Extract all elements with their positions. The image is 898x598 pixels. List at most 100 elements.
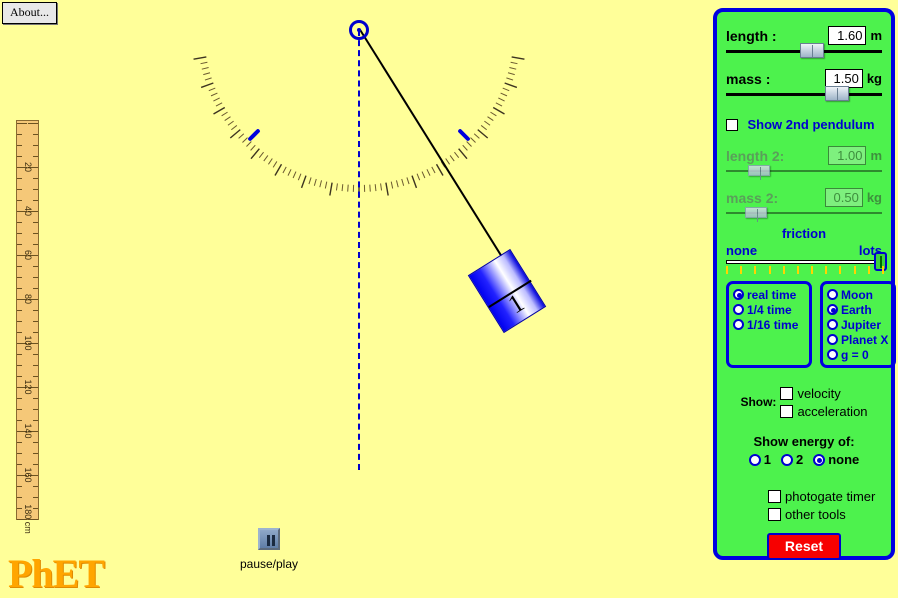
about-button-label: About... — [10, 5, 49, 19]
photogate-timer-label: photogate timer — [785, 488, 876, 504]
ruler-tick — [17, 398, 22, 399]
ruler-tick — [28, 475, 38, 476]
other-tools-row[interactable]: other tools — [768, 505, 882, 523]
control-panel: length : 1.60 m mass : 1.50 kg Show 2nd … — [713, 8, 897, 560]
friction-tick — [782, 266, 785, 274]
show-title: Show: — [740, 395, 777, 409]
ruler-tick — [17, 354, 22, 355]
mass2-control: mass 2: 0.50 kg — [726, 188, 882, 222]
bob-label: 1 — [503, 288, 530, 320]
gravity-earth[interactable]: Earth — [827, 302, 888, 317]
mass-slider-knob[interactable] — [824, 86, 849, 101]
gravity-radio[interactable] — [827, 304, 838, 315]
time-speed-radio[interactable] — [733, 319, 744, 330]
gravity-label: Jupiter — [841, 317, 882, 332]
show-2nd-pendulum-row[interactable]: Show 2nd pendulum — [726, 116, 882, 134]
show-2nd-pendulum-label: Show 2nd pendulum — [747, 117, 875, 132]
length2-slider-track — [726, 165, 882, 180]
acceleration-checkbox[interactable] — [780, 404, 794, 418]
photogate-timer-checkbox[interactable] — [768, 489, 781, 503]
ruler-tick — [17, 310, 22, 311]
energy-radio[interactable] — [813, 453, 826, 466]
time-speed-1-4-time[interactable]: 1/4 time — [733, 302, 804, 317]
ruler-tick — [33, 200, 38, 201]
energy-option-2[interactable]: 2 — [780, 452, 803, 467]
show-velocity-row[interactable]: velocity — [780, 384, 867, 402]
friction-tick — [867, 266, 870, 274]
energy-title: Show energy of: — [753, 434, 855, 449]
gravity-jupiter[interactable]: Jupiter — [827, 317, 888, 332]
friction-tick — [882, 266, 884, 274]
gravity-radio[interactable] — [827, 334, 838, 345]
gravity-label: g = 0 — [841, 347, 869, 362]
mass2-value: 0.50 — [824, 188, 863, 207]
ruler-tick — [17, 486, 22, 487]
ruler-tick — [17, 321, 22, 322]
ruler-tick — [17, 288, 22, 289]
gravity-radio[interactable] — [827, 319, 838, 330]
friction-tick — [726, 266, 728, 274]
time-speed-real-time[interactable]: real time — [733, 287, 804, 302]
energy-radio[interactable] — [748, 453, 761, 466]
ruler-tick — [17, 211, 27, 212]
time-speed-1-16-time[interactable]: 1/16 time — [733, 317, 804, 332]
ruler-tick — [33, 409, 38, 410]
friction-slider-track[interactable] — [726, 252, 887, 271]
other-tools-checkbox[interactable] — [768, 507, 781, 521]
equilibrium-line — [358, 30, 360, 470]
photogate-timer-row[interactable]: photogate timer — [768, 487, 882, 505]
friction-tick — [796, 266, 799, 274]
time-speed-radio[interactable] — [733, 304, 744, 315]
ruler-tick — [17, 464, 22, 465]
length2-value: 1.00 — [828, 146, 867, 165]
length-slider-knob[interactable] — [799, 43, 824, 58]
ruler-tick — [28, 519, 38, 520]
energy-option-none[interactable]: none — [813, 452, 859, 467]
ruler-tick — [33, 442, 38, 443]
energy-radio[interactable] — [780, 453, 793, 466]
friction-tick — [853, 266, 856, 274]
mass2-slider-knob — [745, 207, 768, 222]
ruler-tick — [33, 486, 38, 487]
ruler-tick — [17, 475, 27, 476]
ruler-tick — [28, 123, 38, 124]
ruler-tick — [33, 398, 38, 399]
ruler-tick — [17, 332, 22, 333]
length-unit: m — [870, 28, 882, 43]
gravity-g-0[interactable]: g = 0 — [827, 347, 888, 362]
ruler-tick — [17, 178, 22, 179]
time-speed-label: 1/16 time — [747, 317, 799, 332]
gravity-planet-x[interactable]: Planet X — [827, 332, 888, 347]
gravity-radio[interactable] — [827, 349, 838, 360]
pause-play-button[interactable] — [258, 528, 280, 550]
time-speed-radio[interactable] — [733, 289, 744, 300]
energy-option-1[interactable]: 1 — [748, 452, 771, 467]
gravity-radio[interactable] — [827, 289, 838, 300]
pendulum-rod[interactable] — [359, 28, 510, 268]
friction-tick — [740, 266, 743, 274]
ruler-tick — [17, 200, 22, 201]
mass-slider-track[interactable] — [726, 86, 882, 101]
ruler-tick — [33, 464, 38, 465]
velocity-checkbox[interactable] — [780, 386, 794, 400]
ruler-tick — [28, 211, 38, 212]
mass-label: mass : — [726, 70, 771, 87]
show-acceleration-row[interactable]: acceleration — [780, 402, 868, 420]
length-slider-track[interactable] — [726, 43, 882, 58]
ruler-tick — [33, 508, 38, 509]
ruler-tick — [33, 453, 38, 454]
gravity-moon[interactable]: Moon — [827, 287, 888, 302]
length-value[interactable]: 1.60 — [828, 26, 867, 45]
about-button[interactable]: About... — [2, 2, 57, 24]
other-tools-label: other tools — [785, 506, 846, 522]
show-2nd-pendulum-checkbox[interactable] — [726, 119, 738, 131]
reset-button[interactable]: Reset — [767, 533, 841, 560]
ruler-tick — [33, 332, 38, 333]
ruler-tick — [28, 431, 38, 432]
pendulum-bob-1[interactable]: 1 — [468, 249, 547, 334]
pendulum-area: 1 — [349, 20, 547, 470]
friction-tick — [811, 266, 814, 274]
